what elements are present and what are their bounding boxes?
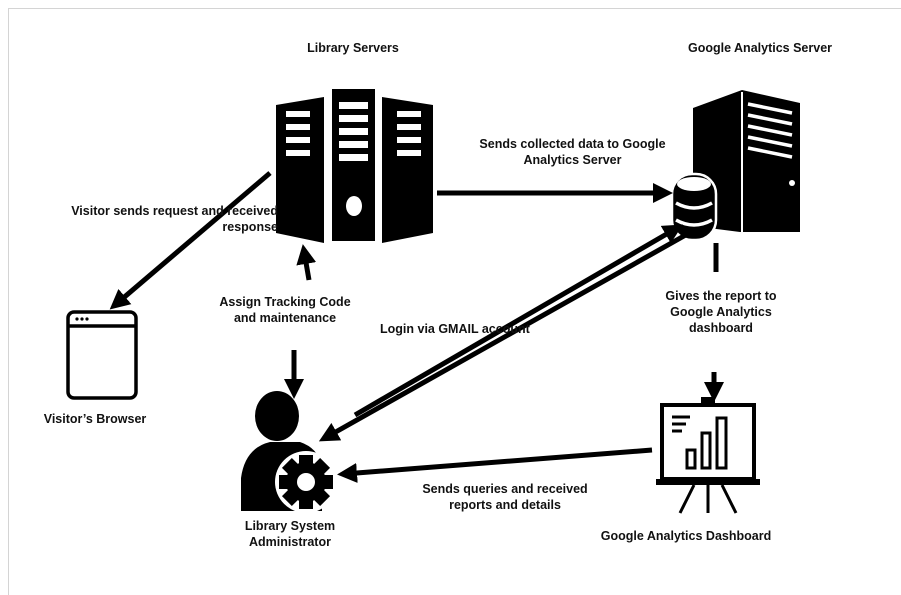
login-arrow-head-admin: [318, 229, 693, 442]
tracking-code-label: Assign Tracking Code and maintenance: [219, 295, 351, 325]
login-arrow-head-db: [353, 224, 684, 418]
database-icon: [670, 172, 718, 242]
tracking-code-arrow-up: [296, 244, 317, 281]
login-label: Login via GMAIL account: [380, 322, 530, 336]
library-servers-icon: [276, 89, 433, 243]
queries-label: Sends queries and received reports and d…: [422, 482, 588, 512]
admin-label: Library System Administrator: [244, 519, 336, 549]
ga-server-icon: [693, 90, 800, 232]
dashboard-presentation-icon: [656, 397, 760, 514]
visitor-browser-label: Visitor’s Browser: [43, 412, 147, 426]
browser-window-icon: [66, 310, 138, 400]
visitor-request-label: Visitor sends request and received respo…: [71, 204, 278, 234]
send-data-label: Sends collected data to Google Analytics…: [479, 137, 666, 167]
gives-report-label: Gives the report to Google Analytics das…: [665, 289, 777, 335]
ga-server-label: Google Analytics Server: [687, 41, 833, 55]
ga-dashboard-label: Google Analytics Dashboard: [600, 529, 772, 543]
visitor-request-arrow: [109, 171, 272, 310]
library-servers-label: Library Servers: [307, 41, 399, 55]
queries-arrow: [337, 447, 653, 483]
admin-user-gear-icon: [241, 391, 337, 513]
diagram-frame: [8, 8, 901, 595]
